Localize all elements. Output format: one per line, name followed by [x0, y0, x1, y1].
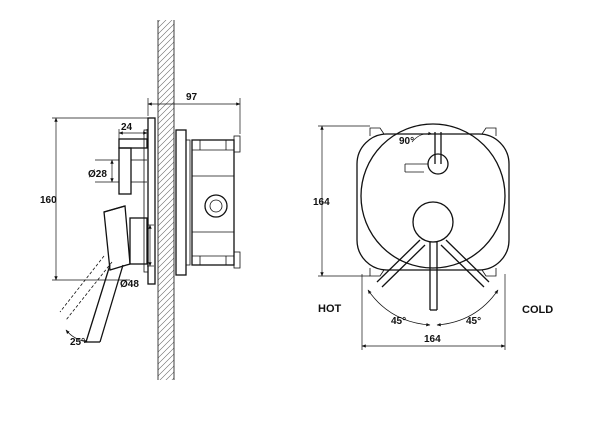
dim-cold-angle-label: 45°	[466, 316, 481, 327]
dim-lever-diameter-label: Ø48	[120, 279, 139, 290]
front-view: 90° 164 HOT COLD 45° 45° 164	[313, 123, 553, 350]
dim-height-label: 160	[40, 195, 57, 206]
diverter-knob-side	[118, 138, 148, 195]
dim-hot-angle-label: 45°	[391, 316, 406, 327]
diverter-knob-front	[404, 132, 449, 175]
mounting-flange	[175, 129, 187, 276]
dim-knob-diameter-label: Ø28	[88, 169, 107, 180]
dim-lever-angle-label: 25°	[70, 337, 85, 348]
dim-front-width-label: 164	[424, 334, 441, 345]
lever-handle-side	[59, 205, 148, 343]
inner-trim-circle	[360, 123, 506, 269]
concealed-body	[191, 135, 241, 269]
dim-front-height-label: 164	[313, 197, 330, 208]
cover-plate-front	[356, 133, 510, 271]
cover-plate-side	[147, 117, 156, 285]
dim-depth-label: 97	[186, 92, 198, 103]
dim-knob-width-label: 24	[121, 122, 133, 133]
dim-knob-rotation-label: 90°	[399, 136, 414, 147]
side-view: 97 24 Ø28 160 Ø48 25°	[40, 20, 241, 380]
lever-disc	[412, 201, 454, 243]
cold-label: COLD	[522, 304, 553, 316]
hot-label: HOT	[318, 303, 342, 315]
wall-section	[158, 20, 174, 380]
lever-positions	[376, 239, 490, 311]
